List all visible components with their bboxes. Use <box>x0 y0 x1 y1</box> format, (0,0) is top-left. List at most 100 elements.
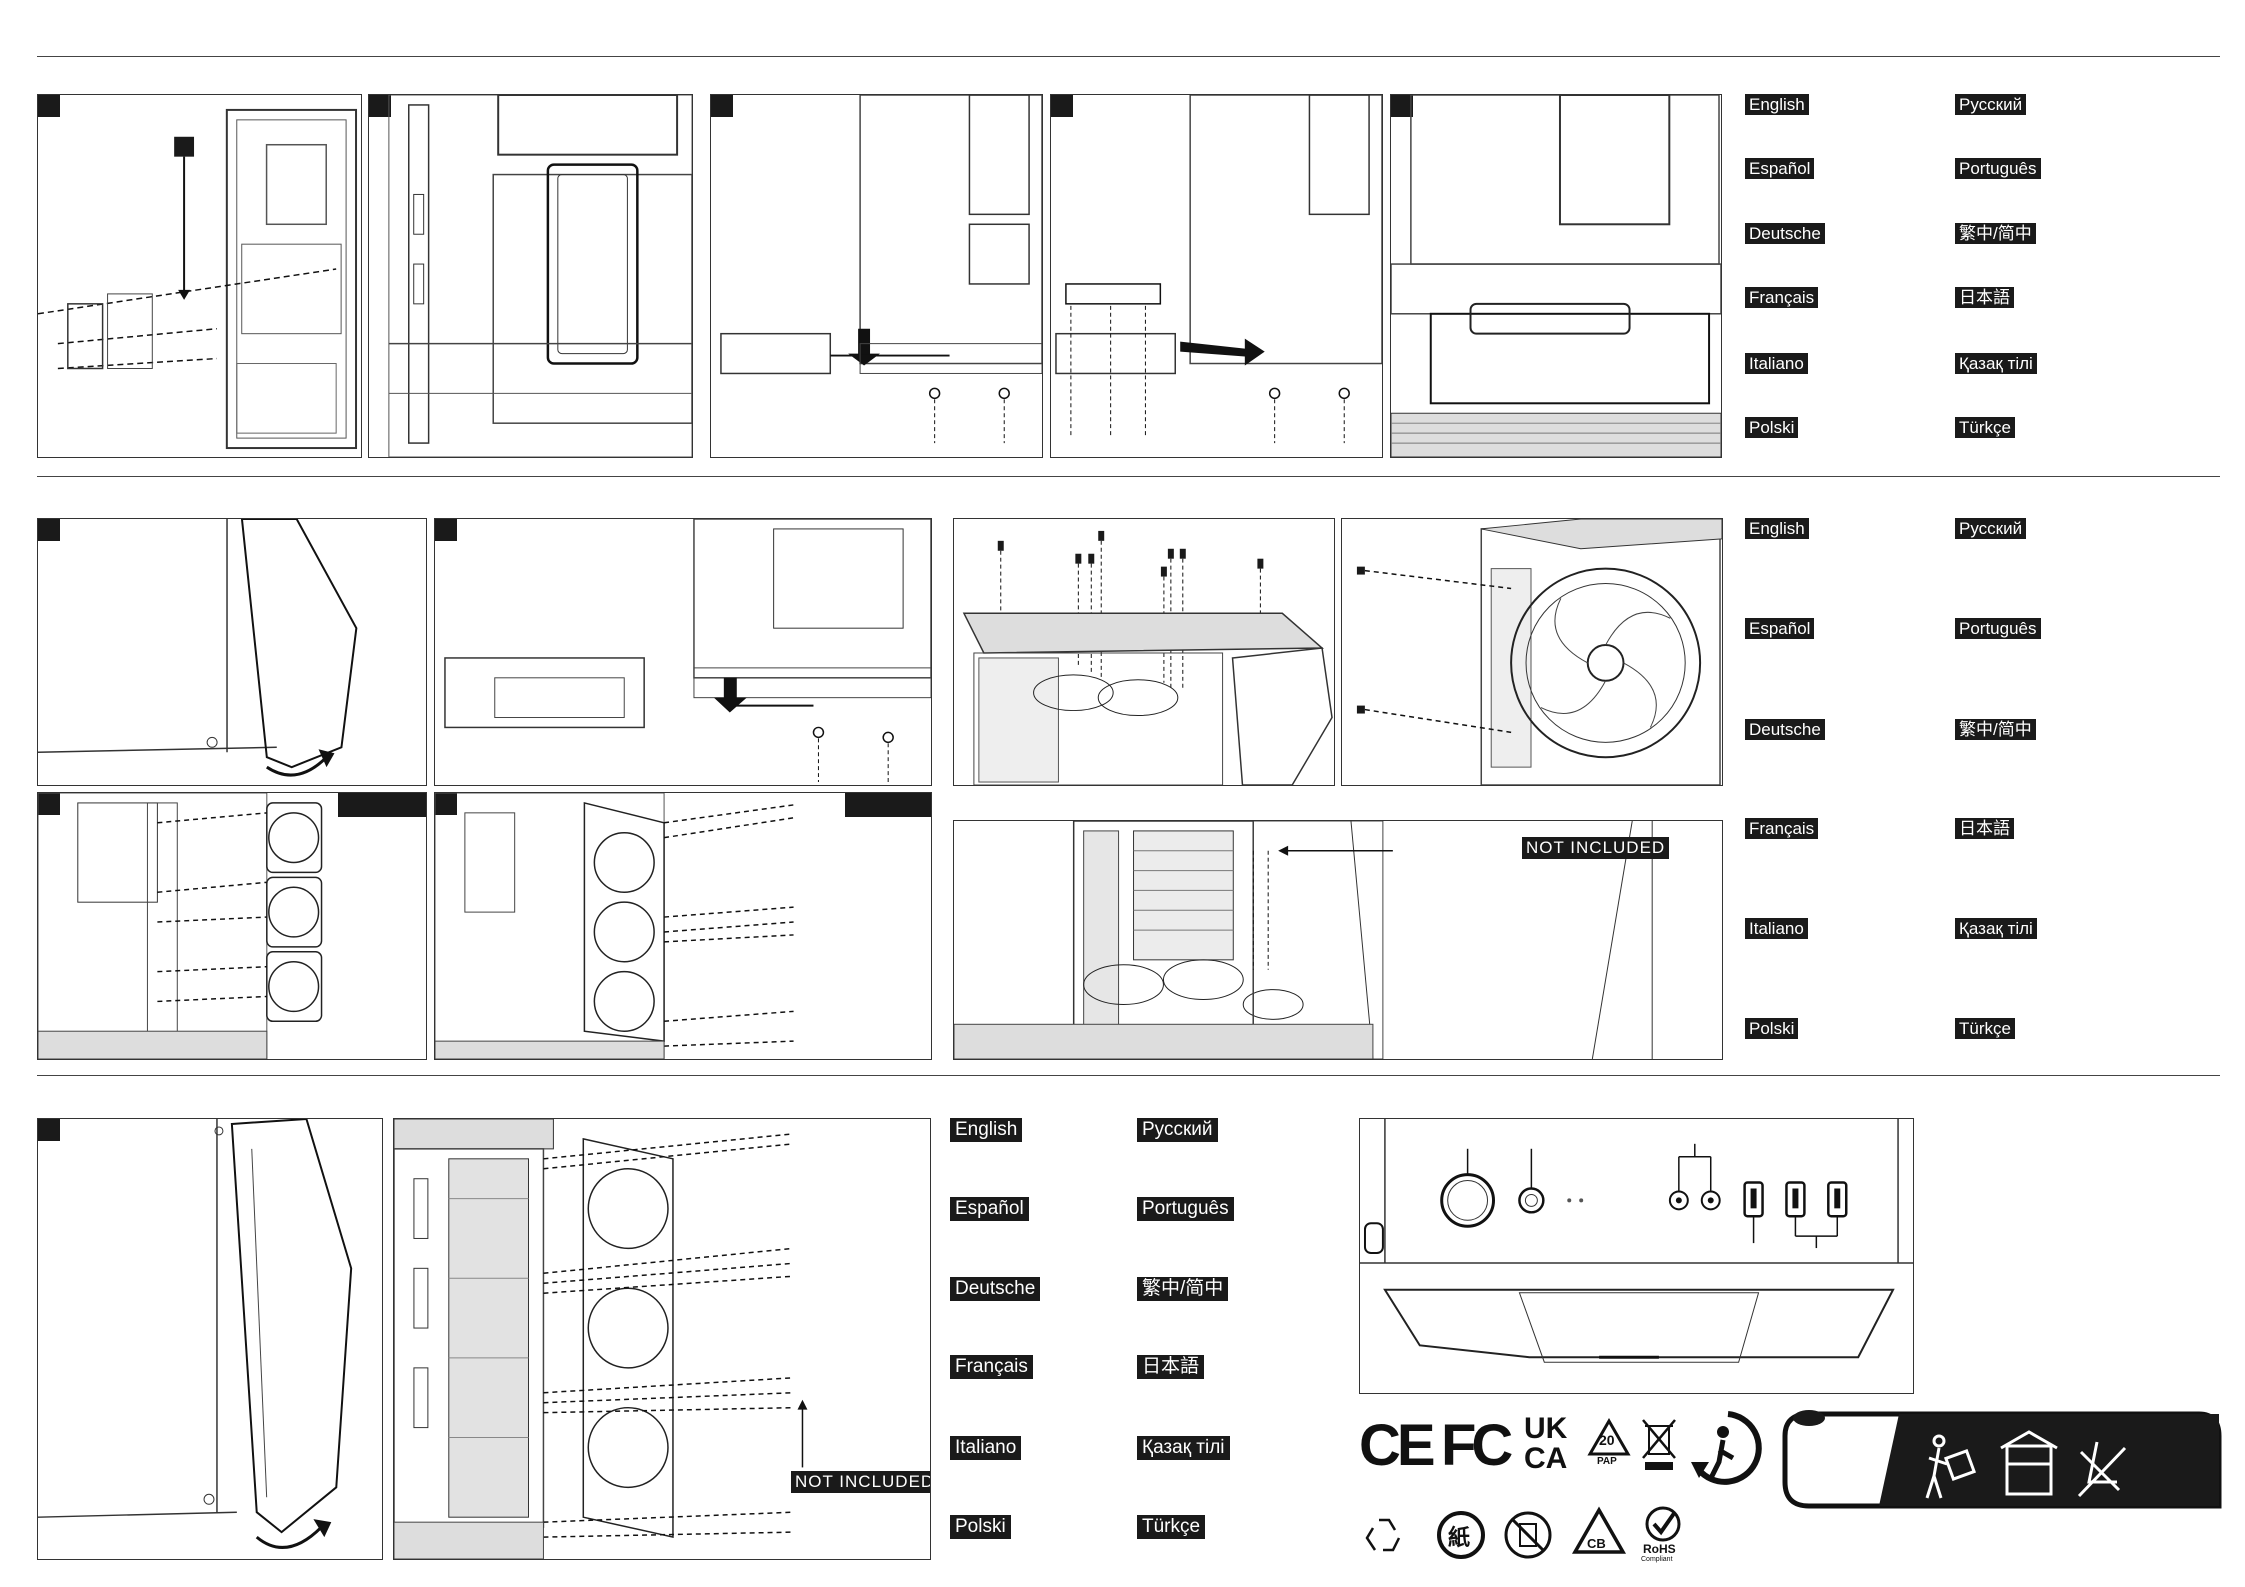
step-panel-3b: NOT INCLUDED <box>393 1118 931 1560</box>
step-tag-bar <box>338 793 426 817</box>
not-included-note: NOT INCLUDED <box>791 1471 930 1493</box>
top-divider <box>37 56 2220 57</box>
rohs-check-icon <box>1645 1506 1681 1542</box>
step-number-box <box>369 95 391 117</box>
lang-label: English <box>1745 94 1809 115</box>
step-panel-3a <box>37 1118 383 1560</box>
step-number-box <box>1051 95 1073 117</box>
no-plastic-icon <box>1504 1511 1552 1559</box>
lang-label: Türkçe <box>1955 1018 2015 1039</box>
pap-recycle-icon <box>1587 1418 1631 1456</box>
lang-label: 日本語 <box>1955 287 2014 308</box>
lang-label: Русский <box>1955 518 2027 539</box>
ukca-mark-top: UK <box>1524 1412 1568 1445</box>
step-number-box <box>38 793 60 815</box>
step-number-box <box>711 95 733 117</box>
step-panel-2g: NOT INCLUDED <box>953 820 1723 1060</box>
drive-cage-installed-illustration <box>1391 95 1721 457</box>
step-number-box <box>1391 95 1413 117</box>
not-included-note: NOT INCLUDED <box>1522 837 1670 859</box>
step-panel-1d <box>1050 94 1383 458</box>
lang-label: 繁中/简中 <box>1955 223 2036 244</box>
rear-fan-mount-illustration <box>38 793 323 1059</box>
top-fan-screws-illustration <box>962 530 1333 785</box>
lang-label: Português <box>1137 1197 1234 1221</box>
lang-label: Polski <box>1745 417 1799 438</box>
tidyman-recycle-icon <box>1691 1411 1762 1485</box>
case-drive-cage-illustration <box>38 108 358 450</box>
lang-label: Italiano <box>950 1436 1022 1460</box>
step-number-box <box>38 1119 60 1141</box>
step-number-box <box>435 793 457 815</box>
front-fan-illustration <box>1356 519 1722 785</box>
lang-label: Deutsche <box>1745 223 1825 244</box>
pap-number: 20 <box>1599 1432 1615 1448</box>
step-panel-1c <box>710 94 1043 458</box>
step-tag-bar <box>845 793 931 817</box>
step-number-box <box>38 519 60 541</box>
recycle-icon <box>1365 1518 1401 1552</box>
weee-bin-icon <box>1642 1419 1676 1470</box>
lang-label: Türkçe <box>1137 1515 1206 1539</box>
lang-label: Қазақ тілі <box>1955 918 2037 939</box>
pap-label: PAP <box>1597 1456 1617 1467</box>
hdd-mount-illustration <box>388 95 692 457</box>
step-panel-1b <box>368 94 693 458</box>
lang-label: 日本語 <box>1137 1355 1205 1379</box>
step-panel-2d <box>434 792 932 1060</box>
step-number-box <box>38 95 60 117</box>
lang-label: Italiano <box>1745 353 1808 374</box>
lang-label: Deutsche <box>1745 719 1825 740</box>
paper-recycle-icon <box>1437 1511 1485 1559</box>
ssd-mount-illustration <box>1055 95 1382 444</box>
cb-recycle-icon <box>1571 1506 1627 1554</box>
cb-mark-label: CB <box>1587 1536 1606 1551</box>
front-io-panel <box>1359 1118 1914 1394</box>
step-number-box <box>435 519 457 541</box>
lang-label: Қазақ тілі <box>1955 353 2037 374</box>
lang-label: Français <box>1745 287 1819 308</box>
lang-label: 繁中/简中 <box>1137 1277 1229 1301</box>
lang-label: English <box>950 1118 1023 1142</box>
lang-label: Deutsche <box>950 1277 1041 1301</box>
fcc-mark: FC <box>1441 1413 1513 1478</box>
lang-label: Italiano <box>1745 918 1808 939</box>
lang-label: Русский <box>1955 94 2027 115</box>
step-panel-2c <box>37 792 427 1060</box>
section-divider-1 <box>37 476 2220 477</box>
front-panel-open-illustration <box>38 1119 353 1549</box>
lang-label: Español <box>950 1197 1029 1221</box>
lang-label: Français <box>1745 818 1819 839</box>
paper-mark-label: 紙 <box>1448 1525 1471 1550</box>
rohs-label: RoHS <box>1643 1542 1676 1556</box>
step-panel-1a <box>37 94 362 458</box>
lang-label: Қазақ тілі <box>1137 1436 1230 1460</box>
lang-label: Русский <box>1137 1118 1218 1142</box>
lang-label: Português <box>1955 158 2041 179</box>
lang-label: Português <box>1955 618 2041 639</box>
sorting-banner <box>1782 1410 2222 1509</box>
step-panel-2a <box>37 518 427 786</box>
step-panel-2f <box>1341 518 1723 786</box>
cage-removal-illustration <box>720 95 1042 444</box>
lang-label: Español <box>1745 618 1815 639</box>
certification-marks: CE FC UK CA 20 PAP <box>1359 1410 2222 1570</box>
lang-label: English <box>1745 518 1809 539</box>
front-io-illustration <box>1360 1119 1913 1363</box>
lang-label: Español <box>1745 158 1815 179</box>
lang-label: Türkçe <box>1955 417 2015 438</box>
cage-slide-illustration <box>444 519 931 783</box>
radiator-mount-illustration <box>954 821 1653 1059</box>
lang-label: 繁中/简中 <box>1955 719 2036 740</box>
lang-label: Polski <box>950 1515 1011 1539</box>
rohs-sub-label: Compliant <box>1641 1556 1673 1563</box>
step-panel-2b <box>434 518 932 786</box>
ce-mark: CE <box>1359 1413 1436 1478</box>
section-divider-2 <box>37 1075 2220 1076</box>
step-panel-1e <box>1390 94 1722 458</box>
lang-label: Polski <box>1745 1018 1799 1039</box>
front-fan-array-illustration <box>394 1119 808 1559</box>
side-panel-open-illustration <box>38 519 358 777</box>
ukca-mark-bottom: CA <box>1524 1442 1568 1475</box>
lang-label: Français <box>950 1355 1033 1379</box>
